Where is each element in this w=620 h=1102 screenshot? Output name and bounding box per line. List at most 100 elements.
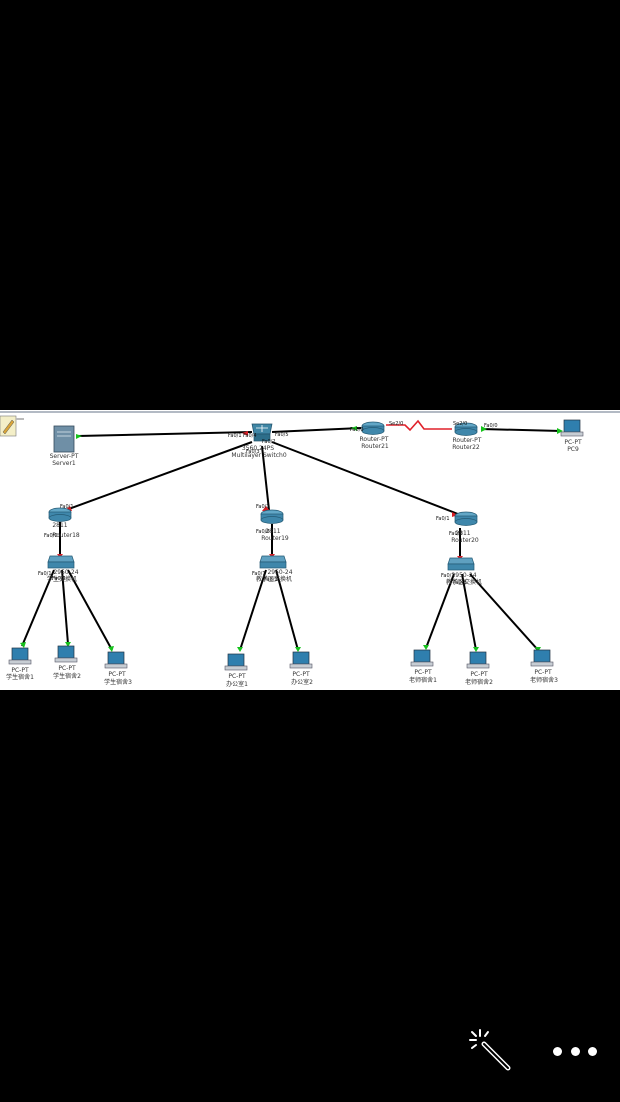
- switch0-name: Multilayer Switch0: [231, 452, 286, 459]
- device-server1[interactable]: Server-PT Server1: [50, 425, 79, 467]
- link-switchl-pc-s1: [21, 569, 55, 647]
- port-r22-fa00: Fa0/0: [484, 423, 498, 429]
- switch-right-name: 教学区交换机: [446, 578, 482, 586]
- pc-icon: [54, 645, 78, 663]
- device-switch-right[interactable]: 2950-24 教学区交换机: [446, 557, 482, 586]
- port-sw0-fa01: Fa0/1: [228, 433, 242, 439]
- device-pc-s3[interactable]: PC-PT 学生宿舍3: [104, 651, 132, 686]
- port-r19-fa01: Fa0/1: [256, 504, 270, 510]
- port-sw0-fa02: Fa0/2: [262, 439, 276, 445]
- link-switch0-router19: [261, 445, 270, 511]
- port-sw0-fa03: Fa0/3: [246, 449, 260, 455]
- magic-wand-icon[interactable]: [468, 1028, 514, 1074]
- link-lights: [20, 426, 563, 652]
- pc-t3-name: 老师宿舍3: [530, 676, 558, 684]
- device-switch-left[interactable]: 2950-24 学生交换机: [47, 555, 79, 583]
- link-switchl-pc-s2: [61, 569, 69, 645]
- device-pc-t2[interactable]: PC-PT 老师宿舍2: [465, 651, 493, 686]
- pc-s3-name: 学生宿舍3: [104, 678, 132, 686]
- port-r20-fa00: Fa0/0: [449, 531, 463, 537]
- device-router20[interactable]: 2811 Router20: [451, 511, 479, 544]
- port-sw0-fa05: Fa0/5: [275, 432, 289, 438]
- pc9-model: PC-PT: [564, 439, 582, 446]
- device-router18[interactable]: 2811 Router18: [48, 507, 80, 539]
- device-switch-mid[interactable]: 2950-24 教学区交换机: [256, 555, 293, 583]
- device-router19[interactable]: 2811 Router19: [260, 509, 289, 542]
- switch-mid-model: 2950-24: [267, 569, 292, 576]
- pc-s2-model: PC-PT: [58, 665, 76, 672]
- router-icon: [260, 509, 284, 524]
- router20-model: 2811: [455, 530, 470, 537]
- port-swl-fa03: Fa0/3: [52, 576, 66, 582]
- router19-model: 2811: [265, 528, 280, 535]
- router18-model: 2811: [52, 522, 67, 529]
- link-switchr-pc-t2: [461, 573, 477, 651]
- pc-o1-model: PC-PT: [228, 673, 246, 680]
- device-pc-o2[interactable]: PC-PT 办公室2: [289, 651, 313, 686]
- pc-icon: [466, 651, 490, 669]
- router-icon: [454, 511, 478, 526]
- port-swm-fa02: Fa0/2: [264, 577, 278, 583]
- router20-name: Router20: [451, 537, 479, 544]
- server1-name: Server1: [52, 460, 76, 467]
- pc-o2-model: PC-PT: [292, 671, 310, 678]
- pc-o2-name: 办公室2: [291, 678, 313, 686]
- port-r21-se20: Se2/0: [389, 421, 403, 427]
- port-r21-fa00: Fa0/0: [350, 427, 364, 433]
- device-router21[interactable]: Router-PT Router21: [360, 421, 389, 450]
- link-switchm-pc-o1: [239, 569, 267, 651]
- switch-mid-name: 教学区交换机: [256, 575, 292, 583]
- server-icon: [53, 425, 75, 453]
- port-r22-se20: Se2/0: [453, 421, 467, 427]
- link-switchl-pc-s3: [67, 569, 113, 651]
- pc-icon: [560, 419, 584, 437]
- more-options-icon[interactable]: [553, 1040, 597, 1062]
- server1-model: Server-PT: [50, 453, 79, 460]
- dot: [553, 1046, 562, 1056]
- device-pc-o1[interactable]: PC-PT 办公室1: [224, 653, 248, 688]
- link-server1-switch0: [77, 431, 253, 437]
- device-router22[interactable]: Router-PT Router22: [452, 422, 482, 451]
- switch0-model: 3560 24PS: [242, 445, 274, 452]
- pc-t2-model: PC-PT: [470, 671, 488, 678]
- switch-icon: [447, 557, 475, 571]
- router21-model: Router-PT: [360, 436, 389, 443]
- pc9-name: PC9: [567, 446, 579, 453]
- device-switch0[interactable]: 3560 24PS Multilayer Switch0: [231, 423, 287, 459]
- pc-t3-model: PC-PT: [534, 669, 552, 676]
- port-swr-fa01: Fa0/1: [441, 573, 455, 579]
- pc-icon: [224, 653, 248, 671]
- pc-icon: [8, 647, 32, 665]
- port-labels: Fa0/1 Fa0/4 Fa0/5 Fa0/2 Fa0/3 Fa0/0 Se2/…: [38, 421, 498, 586]
- device-pc-s1[interactable]: PC-PT 学生宿舍1: [6, 647, 34, 681]
- switch-icon: [47, 555, 75, 569]
- pencil-note-icon[interactable]: [0, 415, 24, 437]
- pc-icon: [410, 649, 434, 667]
- pc-s1-model: PC-PT: [11, 667, 29, 674]
- link-router21-router22-serial: [386, 419, 452, 432]
- router-icon: [454, 422, 478, 436]
- device-pc-t3[interactable]: PC-PT 老师宿舍3: [530, 649, 558, 684]
- link-switch0-router18: [65, 441, 253, 511]
- router19-name: Router19: [261, 535, 289, 542]
- links: [21, 419, 562, 651]
- router-icon: [48, 507, 72, 522]
- link-switchr-pc-t3: [469, 573, 539, 651]
- pc-icon: [104, 651, 128, 669]
- viewer-toolbar: [0, 1010, 620, 1080]
- topology-canvas[interactable]: Server-PT Server1 3560 24PS Multilayer S…: [0, 410, 620, 690]
- switch-left-name: 学生交换机: [47, 575, 77, 583]
- link-router22-pc9: [480, 428, 562, 432]
- pc-s1-name: 学生宿舍1: [6, 673, 34, 681]
- device-pc9[interactable]: PC-PT PC9: [560, 419, 584, 453]
- device-pc-s2[interactable]: PC-PT 学生宿舍2: [53, 645, 81, 680]
- pc-t1-model: PC-PT: [414, 669, 432, 676]
- port-sw0-fa04: Fa0/4: [243, 433, 257, 439]
- dot: [570, 1046, 580, 1056]
- switch-icon: [259, 555, 287, 569]
- switch-left-model: 2950-24: [53, 569, 78, 576]
- link-switch0-router20: [271, 441, 459, 515]
- device-pc-t1[interactable]: PC-PT 老师宿舍1: [409, 649, 437, 684]
- link-switchm-pc-o2: [275, 569, 299, 651]
- pc-t2-name: 老师宿舍2: [465, 678, 493, 686]
